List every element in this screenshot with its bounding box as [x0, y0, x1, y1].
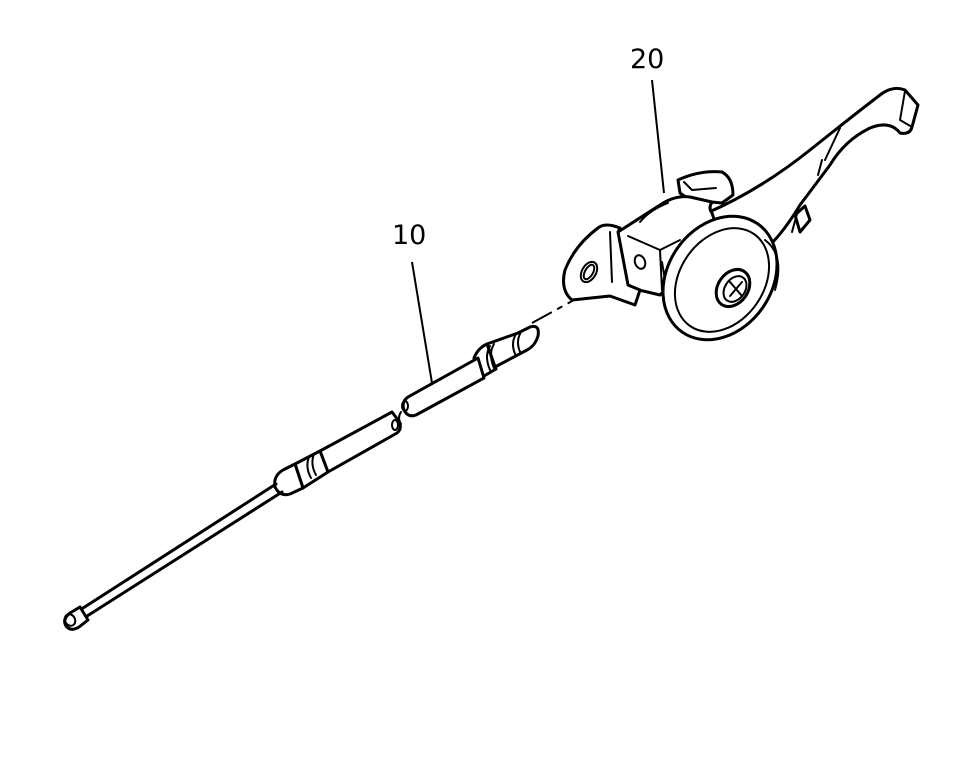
callout-label-20: 20 — [630, 44, 665, 75]
cable-assembly — [63, 265, 637, 631]
cable-inner-wire — [78, 482, 284, 620]
mounting-flange — [562, 223, 642, 307]
callout-label-10: 10 — [392, 220, 427, 251]
lever-assembly — [562, 86, 920, 342]
leader-line-20 — [651, 79, 665, 194]
cable-upper-fitting — [472, 324, 540, 378]
lever-arm — [703, 86, 920, 252]
cable-lower-casing — [318, 410, 402, 474]
cable-upper-casing — [401, 356, 486, 418]
cable-end-nipple — [63, 605, 90, 631]
cable-lower-fitting — [273, 449, 330, 497]
lever-top-clip — [676, 170, 735, 205]
leader-line-10 — [411, 261, 433, 384]
pivot-screw — [714, 267, 752, 309]
